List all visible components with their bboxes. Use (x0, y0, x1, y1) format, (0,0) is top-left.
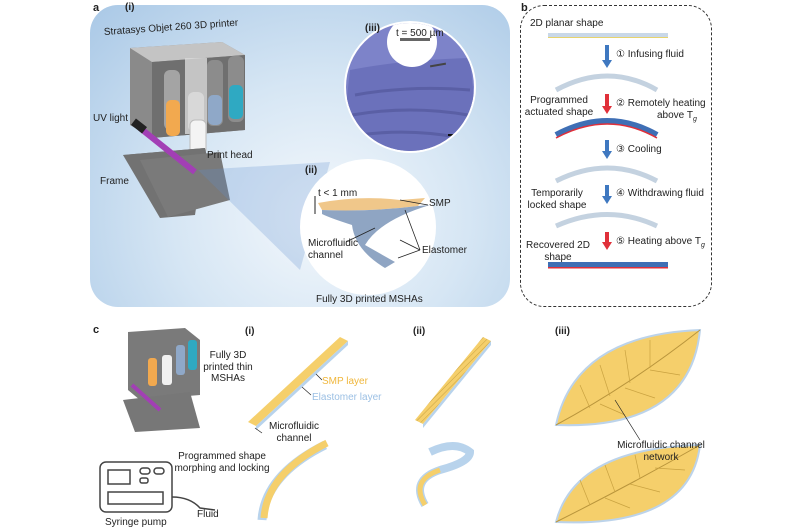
state-locked: Temporarily locked shape (527, 188, 587, 211)
microfluidic-channel-label: Microfluidic channel (308, 238, 359, 261)
c-microfluidic-channel-label: Microfluidic channel (268, 421, 319, 444)
print-head-label: Print head (207, 150, 253, 161)
step-1: ① Infusing fluid (616, 49, 684, 60)
sub-c-i: (i) (245, 326, 255, 337)
strip-ii (415, 337, 491, 508)
smp-label: SMP (429, 198, 451, 209)
thickness-500um: t = 500 µm (396, 28, 444, 39)
sub-c-ii: (ii) (413, 326, 426, 337)
syringe-pump-icon (99, 461, 216, 513)
mshas-inset (300, 159, 436, 295)
elastomer-layer-label: Elastomer layer (312, 392, 382, 403)
panel-a-caption: Fully 3D printed MSHAs (316, 294, 423, 305)
panel-c-label: c (93, 324, 100, 336)
printed-mshas-label: Fully 3D printed thin MSHAs (203, 350, 253, 384)
step-2: ② Remotely heating (616, 98, 706, 109)
leaf-iii (554, 328, 702, 524)
fluid-label: Fluid (197, 509, 219, 520)
sub-c-iii: (iii) (555, 326, 570, 337)
panel-b-label: b (521, 2, 528, 14)
step-3: ③ Cooling (616, 144, 662, 155)
sub-iii-label: (iii) (365, 23, 380, 34)
strip-i (248, 337, 348, 521)
frame-label: Frame (100, 176, 129, 187)
programmed-morphing-label: Programmed shape morphing and locking (174, 451, 270, 474)
small-printer-illustration (123, 328, 200, 432)
syringe-pump-label: Syringe pump (105, 517, 167, 528)
state-programmed: Programmed actuated shape (524, 95, 594, 118)
elastomer-label: Elastomer (422, 245, 468, 256)
sub-i-label: (i) (125, 2, 135, 13)
state-2d-planar: 2D planar shape (530, 18, 604, 29)
sub-ii-label: (ii) (305, 165, 318, 176)
panel-b-frame (520, 5, 712, 307)
state-recovered: Recovered 2D shape (526, 240, 590, 263)
printer-illustration (123, 42, 245, 218)
uv-light-label: UV light (93, 113, 129, 124)
channel-network-label: Microfluidic channel network (617, 440, 705, 463)
step-2-line2: above Tg (657, 110, 697, 123)
smp-layer-label: SMP layer (322, 376, 368, 387)
shape-sequence (548, 33, 668, 269)
step-5: ⑤ Heating above Tg (616, 236, 705, 249)
panel-a-label: a (93, 2, 100, 14)
step-4: ④ Withdrawing fluid (616, 188, 704, 199)
thickness-1mm: t < 1 mm (318, 188, 358, 199)
glove-photo-inset (344, 21, 476, 153)
